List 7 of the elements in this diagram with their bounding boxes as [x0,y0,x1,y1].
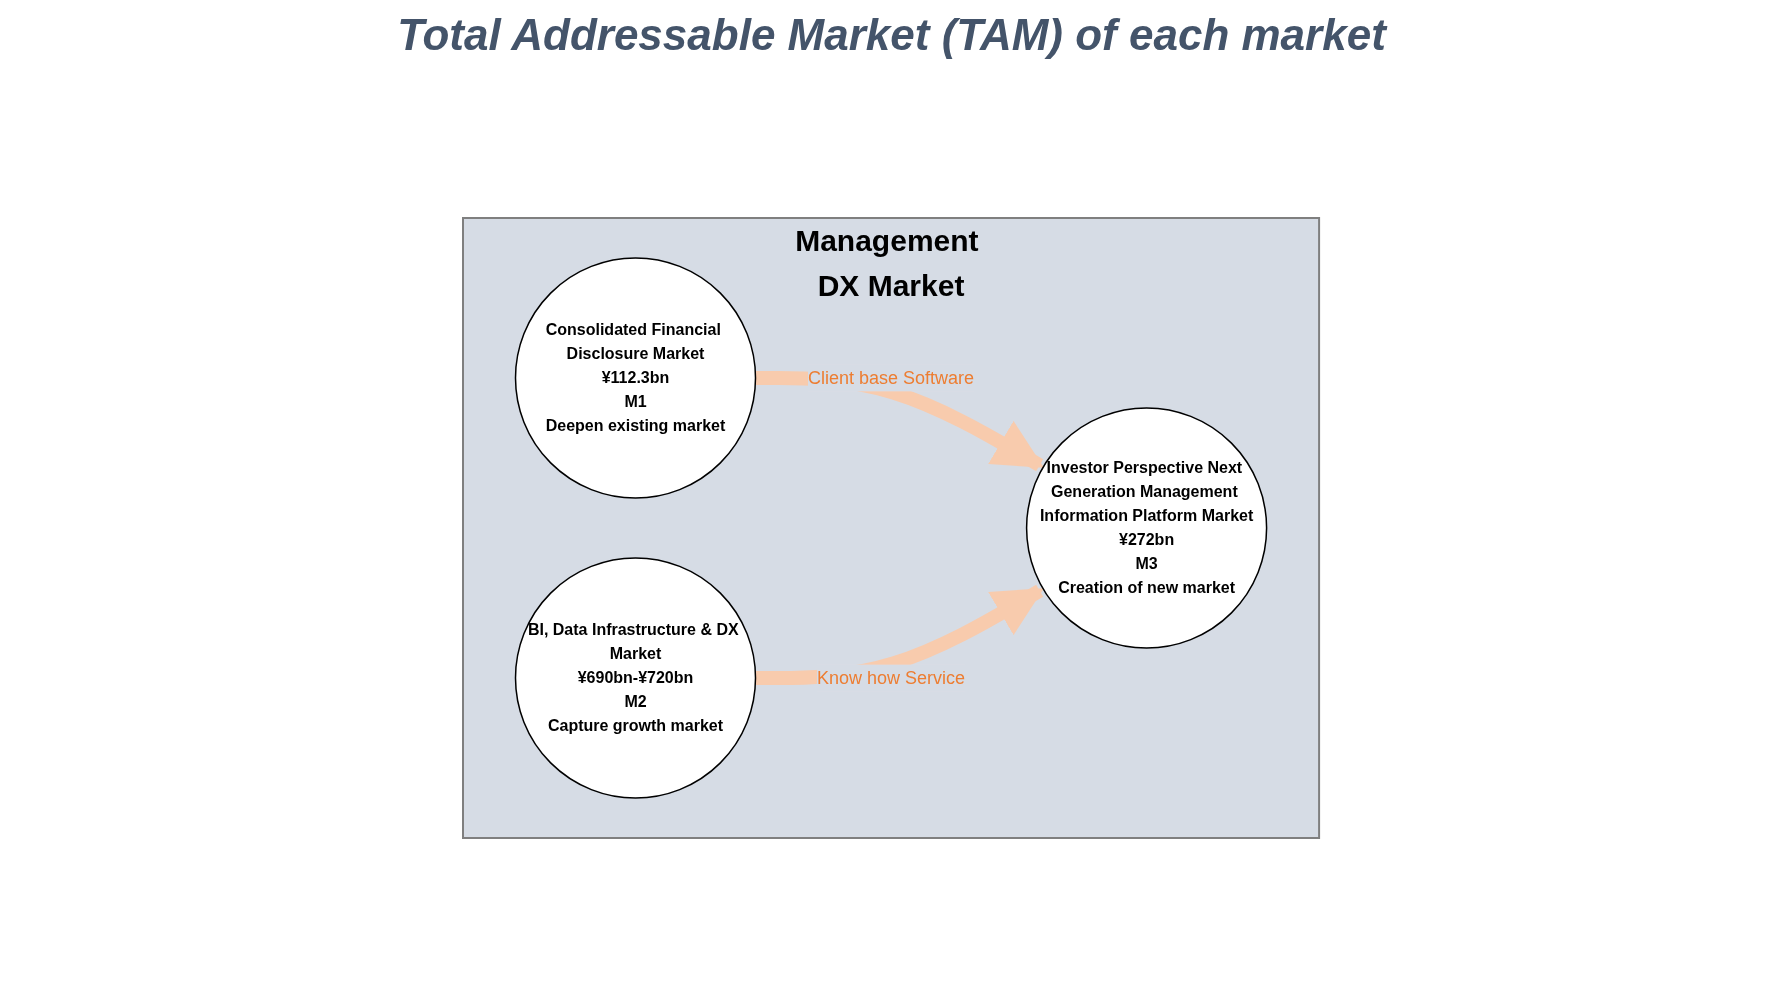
node-circle: Investor Perspective Next Generation Management Information Platform Market ¥272bn M3 Creation of new market [1026,407,1268,649]
edge-label: Client base Software [808,367,975,388]
arrow [755,584,1045,685]
node-circle: BI, Data Infrastructure & DX Market ¥690bn-¥720bn M2 Capture growth market [515,557,757,799]
edge-label: Know how Service [817,667,966,688]
node-circle: Consolidated Financial Disclosure Market ¥112.3bn M1 Deepen existing market [515,257,757,499]
diagram-title: Total Addressable Market (TAM) of each market [396,10,1389,60]
